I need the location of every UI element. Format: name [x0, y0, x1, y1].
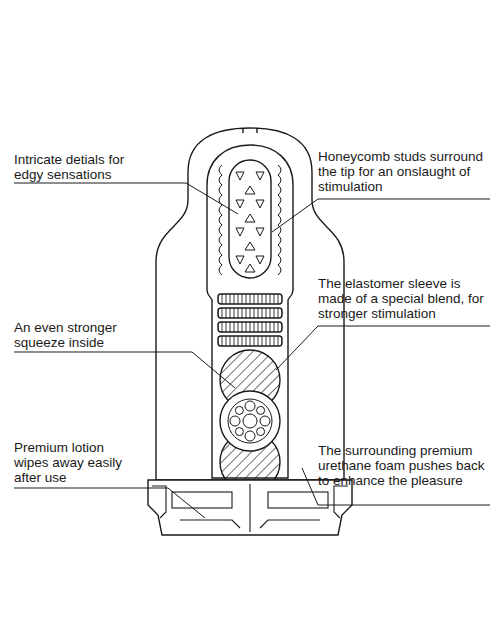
callout-text: An even stronger squeeze inside [14, 320, 144, 350]
ridge-ring [218, 322, 282, 332]
ridge-ring [218, 308, 282, 318]
squeeze-core [243, 414, 257, 428]
petal [235, 428, 243, 436]
sleeve-outline [207, 145, 293, 478]
callout-text: Premium lotion wipes away easily after u… [14, 440, 132, 485]
callout-text: The elastomer sleeve is made of a specia… [318, 276, 490, 321]
top-tick [242, 128, 243, 133]
callout-text: Honeycomb studs surround the tip for an … [318, 149, 490, 194]
petal [245, 431, 255, 441]
petal [257, 406, 265, 414]
callout-text: The surrounding premium urethane foam pu… [318, 443, 490, 488]
leader-lines [14, 183, 490, 518]
leader-line [14, 488, 205, 518]
leader-line [276, 326, 490, 370]
base-detail [152, 486, 348, 528]
leader-line [14, 352, 235, 388]
squeeze-chamber [220, 391, 280, 451]
leader-line [14, 183, 238, 214]
cup-base [148, 480, 352, 535]
tip-pocket [229, 160, 271, 278]
squeeze-ring [228, 399, 272, 443]
petal [235, 406, 243, 414]
petal [257, 428, 265, 436]
leader-line [272, 199, 490, 232]
cup-outline [156, 128, 344, 480]
honeycomb-studs [236, 172, 264, 272]
petal [260, 416, 270, 426]
ridge-ring [218, 294, 282, 304]
base-slot [172, 492, 232, 508]
squeeze-petals [230, 401, 270, 441]
callout-text: Intricate detials for edgy sensations [14, 152, 144, 182]
base-divider [249, 484, 250, 532]
edge-detail [278, 165, 281, 275]
base-slot [268, 492, 328, 508]
edge-detail [219, 165, 222, 275]
top-tick [256, 128, 257, 133]
ridge-ring [218, 336, 282, 346]
petal [245, 401, 255, 411]
petal [230, 416, 240, 426]
